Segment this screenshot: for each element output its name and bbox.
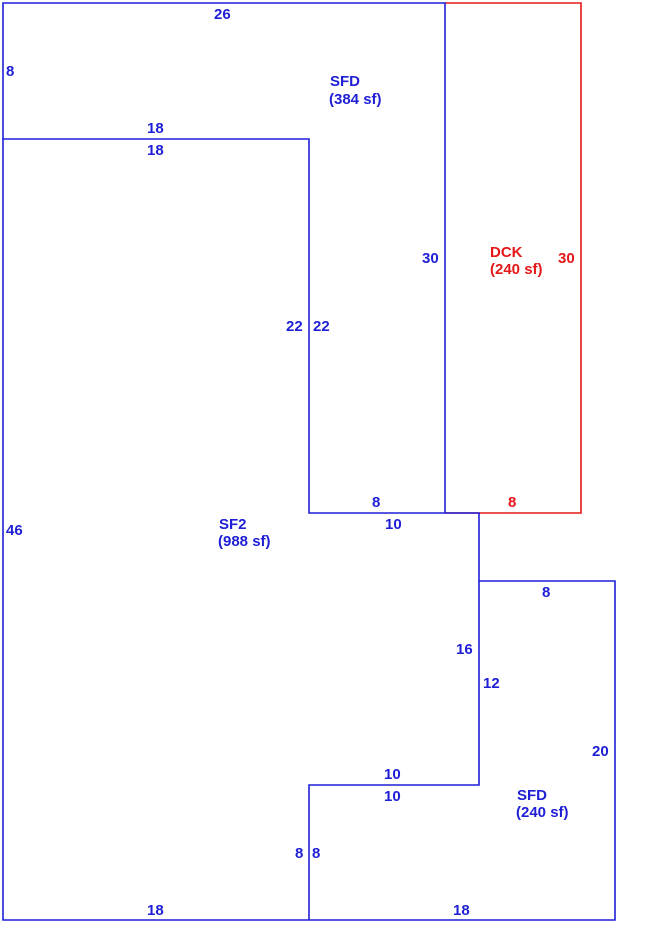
dim-left: 46 [6,522,23,539]
dim-sfd-left: 8 [6,63,14,80]
dim-inner-step-bottom: 10 [384,788,401,805]
sfd-bottom-area: (240 sf) [516,804,569,821]
dim-bottom-right: 18 [453,902,470,919]
dim-inner-right: 8 [312,845,320,862]
dim-sfd2-left: 12 [483,675,500,692]
dim-sfd-right: 30 [422,250,439,267]
dim-notch-right: 22 [313,318,330,335]
dck-name: DCK [490,244,523,261]
sf2-outline [2,139,616,921]
dim-inner-step-top: 10 [384,766,401,783]
sfd-bottom-inner-wall [308,581,480,920]
sfd-top-area: (384 sf) [329,91,382,108]
dim-top: 26 [214,6,231,23]
sf2-name: SF2 [219,516,247,533]
dim-sf2-top-edge: 18 [147,142,164,159]
dim-sfd2-right: 20 [592,743,609,760]
dim-notch-left: 22 [286,318,303,335]
dim-notch-bottom: 8 [372,494,380,511]
dim-right-step: 16 [456,641,473,658]
dim-sfd-bottom-edge: 18 [147,120,164,137]
sfd-top-name: SFD [330,73,360,90]
dim-sfd2-top: 8 [542,584,550,601]
dim-inner-left: 8 [295,845,303,862]
deck-outline [445,2,582,514]
sf2-area: (988 sf) [218,533,271,550]
dim-dck-right: 30 [558,250,575,267]
sfd-bottom-name: SFD [517,787,547,804]
dim-dck-bottom: 8 [508,494,516,511]
dck-area: (240 sf) [490,261,543,278]
dim-notch-bottom-sf2: 10 [385,516,402,533]
dim-bottom-left: 18 [147,902,164,919]
sfd-top-outline [2,2,446,514]
